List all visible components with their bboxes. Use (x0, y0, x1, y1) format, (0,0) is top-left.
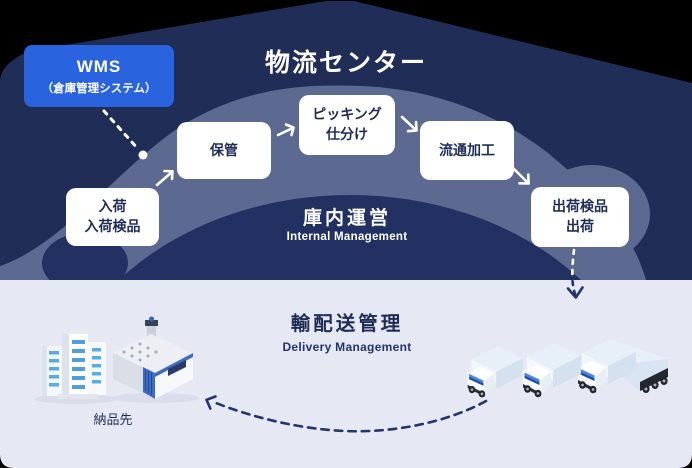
step-box-distribution-processing: 流通加工 (420, 121, 514, 180)
delivery-management-subtitle: Delivery Management (282, 340, 412, 354)
arrow-storage-to-picking-icon (276, 123, 295, 137)
logistics-center-title: 物流センター (264, 49, 427, 77)
step-label: ピッキング (312, 106, 382, 123)
step-box-shipping-inspection: 出荷検品 出荷 (531, 187, 629, 247)
step-label: 仕分け (326, 126, 368, 142)
inner-dark-left-tip (42, 233, 128, 293)
wms-title: WMS (76, 56, 122, 76)
destination-buildings-illustration (34, 316, 199, 404)
delivery-trucks-illustration (467, 339, 668, 398)
delivery-management-title: 輸配送管理 (290, 313, 404, 335)
step-label: 流通加工 (439, 141, 495, 158)
delivery-route-arrow-icon (205, 395, 488, 433)
internal-management-title: 庫内運営 (302, 208, 391, 229)
step-label: 出荷検品 (552, 198, 608, 215)
step-label: 入荷検品 (84, 218, 141, 234)
step-box-picking-sorting: ピッキング 仕分け (299, 95, 395, 155)
destination-label: 納品先 (93, 412, 133, 427)
connector-dot-icon (138, 150, 148, 160)
step-label: 出荷 (566, 218, 594, 234)
arrow-processing-to-shipping-icon (511, 166, 530, 185)
delivery-section-background (0, 280, 692, 468)
wms-system-box: WMS （倉庫管理システム） (24, 45, 174, 107)
wms-connector-line (102, 109, 148, 160)
wms-subtitle: （倉庫管理システム） (41, 82, 157, 95)
step-label: 保管 (210, 141, 238, 158)
step-box-receiving: 入荷 入荷検品 (66, 188, 159, 246)
arrow-receiving-to-storage-icon (155, 169, 174, 187)
shipping-to-trucks-arrow-icon (566, 248, 584, 299)
arrow-picking-to-processing-icon (400, 115, 418, 133)
step-label: 入荷 (98, 198, 127, 215)
step-box-storage: 保管 (177, 122, 271, 179)
internal-management-subtitle: Internal Management (286, 231, 408, 243)
